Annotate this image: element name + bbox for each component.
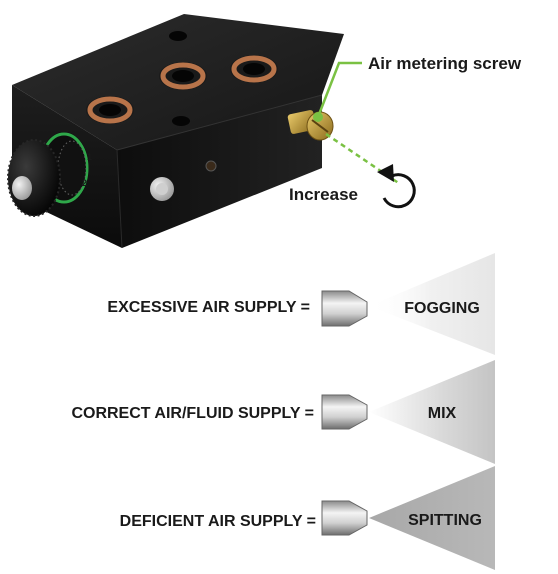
side-plug-center [156,183,168,195]
row-excessive: EXCESSIVE AIR SUPPLY = FOGGING [107,253,495,355]
row-correct: CORRECT AIR/FLUID SUPPLY = MIX [71,360,495,464]
row-result: FOGGING [404,300,480,317]
callout-dot [313,112,323,122]
increase-label: Increase [289,185,358,204]
rotation-arrowhead-icon [377,164,394,182]
block-edge [116,149,123,249]
knob-cap [12,176,32,200]
row-result: SPITTING [408,512,482,529]
adjustment-knob: 1 2 [7,132,92,217]
block-side-face [117,95,322,248]
row-label: CORRECT AIR/FLUID SUPPLY = [71,405,314,422]
nozzle-icon [321,290,368,327]
dial-scale [57,140,87,196]
screw-callout: Air metering screw [313,54,522,122]
increase-callout: Increase [289,132,416,209]
rotation-arrow-icon [382,173,416,209]
air-metering-screw-label: Air metering screw [368,54,522,73]
side-pin-hole [205,160,217,172]
nozzle-icon [321,500,368,536]
port-left [86,96,134,124]
dial-mark-1: 1 [87,152,92,162]
block-edge [116,94,323,151]
row-deficient: DEFICIENT AIR SUPPLY = SPITTING [120,466,495,570]
dial-mark-2: 2 [82,178,87,188]
mount-hole [169,31,187,41]
callout-leader-line [316,61,362,118]
row-result: MIX [428,405,457,422]
row-label: EXCESSIVE AIR SUPPLY = [107,299,310,316]
port-right [230,55,278,83]
row-label: DEFICIENT AIR SUPPLY = [120,513,316,530]
spray-mix [369,360,495,464]
spray-spitting [369,466,495,570]
port-center [159,62,207,90]
mount-hole [172,116,190,126]
nozzle-icon [321,394,368,430]
metering-block: 1 2 [7,14,344,249]
spray-fogging [369,253,495,355]
